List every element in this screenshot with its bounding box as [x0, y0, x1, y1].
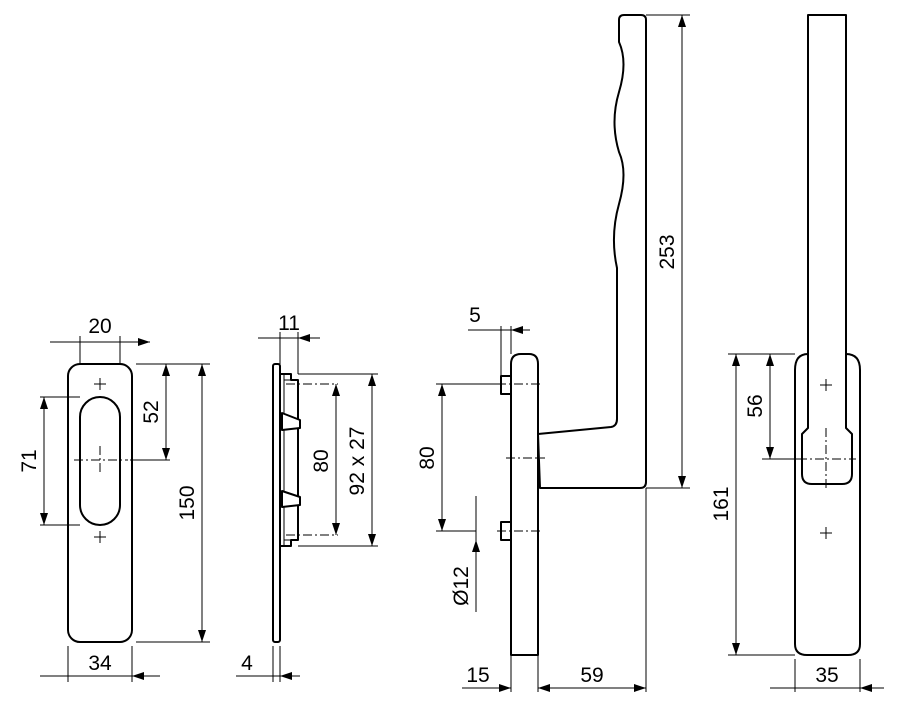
side-spindle-body: [279, 373, 299, 547]
screw-hole-bottom: [94, 531, 106, 543]
dim-width-5: 5: [469, 304, 481, 327]
dim-height-161: 161: [710, 486, 733, 521]
handle-front-center-line: [798, 428, 856, 490]
dim-height-150: 150: [176, 485, 199, 520]
dim-depth-15: 15: [466, 664, 489, 687]
screw-hole-front-bottom: [820, 527, 832, 539]
dim-diameter-12: Ø12: [450, 566, 473, 606]
handle-side-extension-lines: [436, 14, 690, 692]
handle-front-lever: [801, 14, 853, 485]
dim-height-56: 56: [744, 394, 767, 417]
side-fixing-top: [281, 412, 301, 431]
front-center-line: [74, 446, 128, 474]
dim-height-80-handle: 80: [416, 446, 439, 469]
side-center-lines: [286, 383, 338, 536]
dim-width-34: 34: [88, 652, 112, 675]
dim-width-35: 35: [815, 664, 838, 687]
dim-depth-59: 59: [580, 664, 603, 687]
front-plate-slot: [79, 396, 121, 526]
screw-hole-front-top: [820, 379, 832, 391]
handle-side-stub-top: [500, 375, 512, 395]
dim-width-20: 20: [88, 315, 111, 338]
handle-side-center-lines: [497, 383, 545, 532]
handle-front-view: 56 161 35: [710, 14, 884, 692]
side-inner-details: [283, 374, 298, 546]
side-plate-view: 11 80 92 x 27 4: [236, 312, 378, 682]
dim-height-80-side: 80: [310, 449, 333, 472]
dim-height-71: 71: [18, 449, 41, 472]
dim-thickness-4: 4: [241, 652, 253, 675]
handle-side-lever: [537, 14, 647, 489]
screw-hole-top: [94, 378, 106, 390]
dim-thickness-11: 11: [278, 312, 300, 335]
handle-side-view: 5 80 253 Ø12 15 59: [416, 14, 690, 692]
side-plate-outline: [272, 363, 281, 643]
handle-front-extension-lines: [728, 353, 861, 692]
dim-size-92x27: 92 x 27: [346, 427, 369, 496]
side-fixing-bottom: [281, 490, 301, 508]
handle-side-rose: [510, 353, 539, 656]
dim-height-52: 52: [140, 400, 163, 423]
front-plate-view: 20 52 71 150 34: [18, 315, 210, 682]
dim-height-253: 253: [656, 234, 679, 269]
